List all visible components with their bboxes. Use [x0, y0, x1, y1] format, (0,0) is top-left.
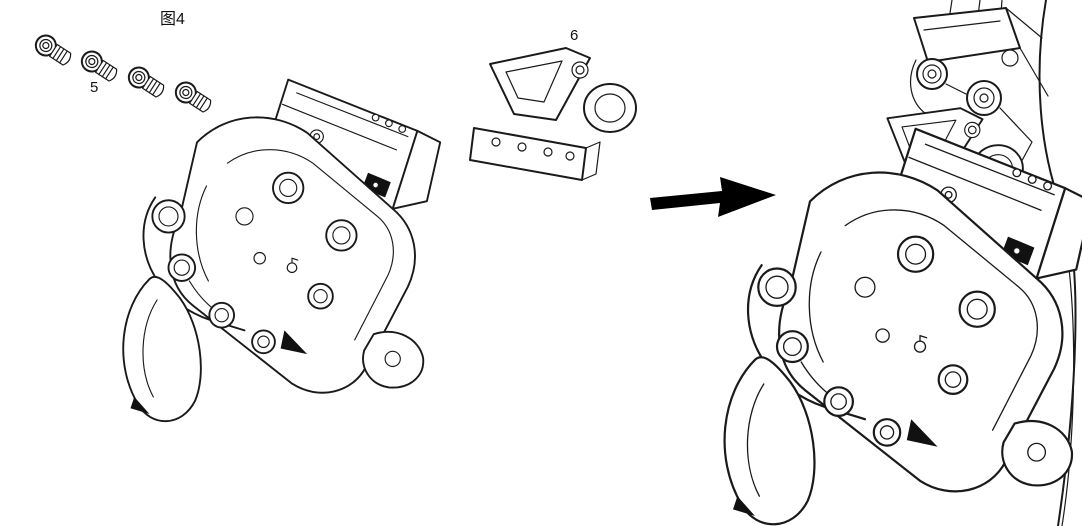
- screw-1: [31, 30, 76, 70]
- assembly-arrow-icon: [650, 177, 776, 217]
- figure-title: 图4: [160, 11, 185, 28]
- part-label-bracket: 6: [570, 27, 579, 44]
- screw-3: [124, 62, 169, 102]
- screw-2: [77, 46, 122, 86]
- robot-arm: [909, 0, 1077, 526]
- part6-bracket: [469, 47, 637, 181]
- gripper-after: [723, 127, 1082, 526]
- screw-4: [171, 77, 216, 117]
- part-label-screws: 5: [90, 79, 99, 96]
- gripper-before: [122, 78, 442, 423]
